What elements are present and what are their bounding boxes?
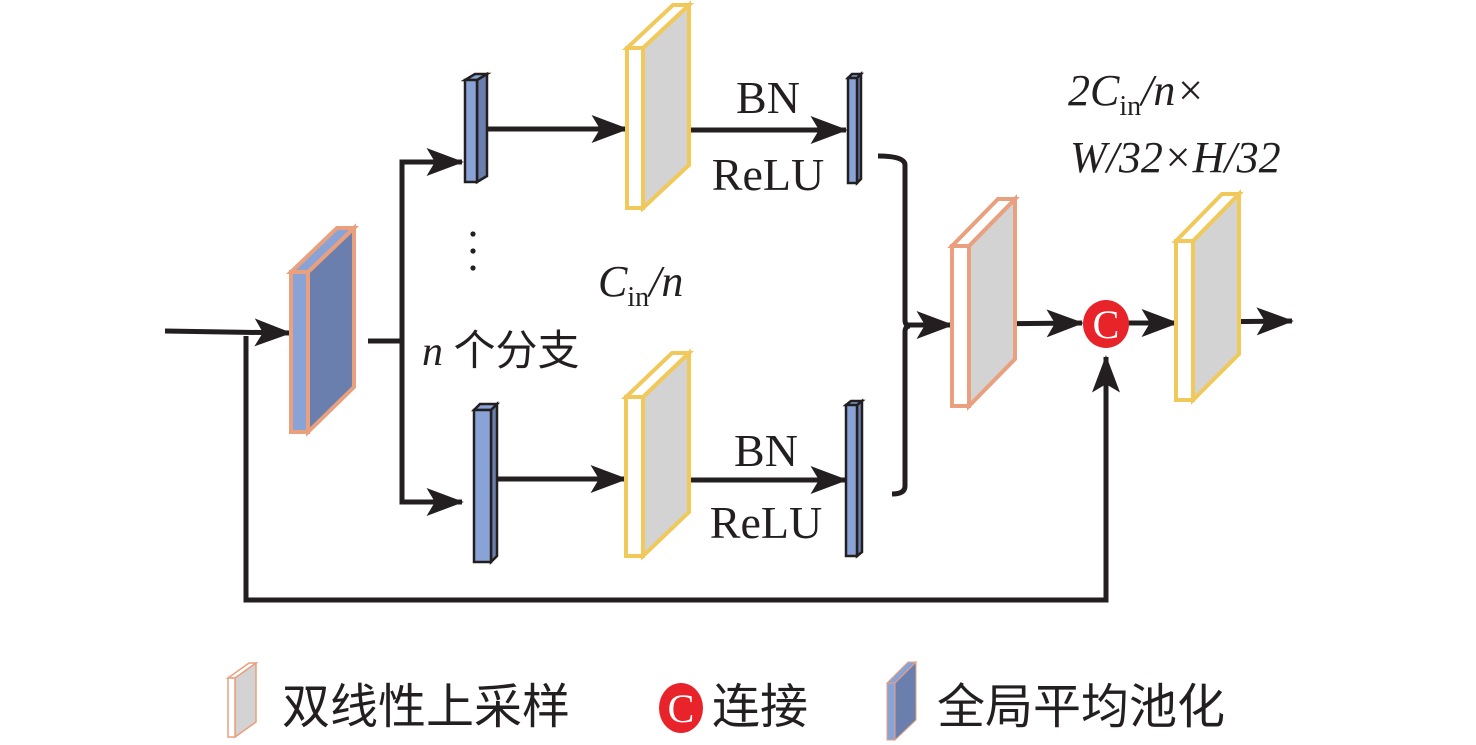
final-upsample-front: [1174, 239, 1195, 402]
merge-upsample-front: [950, 244, 971, 408]
top-branch-upsample-front: [625, 46, 645, 210]
legend-label-upsample: 双线性上采样: [282, 681, 570, 734]
output-dim-line1-b: /n×: [1138, 66, 1205, 115]
upsample-block-icon: [225, 661, 259, 739]
output-dim-line2: W/32×H/32: [1070, 133, 1281, 182]
final-upsample-block: [1171, 189, 1244, 405]
channel-label-rest: /n: [646, 257, 683, 306]
pooling-block-icon: [885, 660, 918, 742]
top-branch-op-bn: BN: [736, 72, 800, 123]
legend: 双线性上采样 C 连接 全局平均池化: [225, 660, 1225, 742]
bottom-branch-upsample-front: [624, 395, 645, 558]
bottom-branch-op-relu: ReLU: [710, 497, 822, 548]
output-dim-line1-a: 2C: [1068, 66, 1120, 115]
legend-label-pooling: 全局平均池化: [937, 681, 1225, 734]
legend-pooling-front: [886, 682, 896, 741]
top-branch-upsample: [621, 0, 695, 213]
concat-circle-icon: [1083, 300, 1129, 348]
merge-upsample-block: [947, 194, 1020, 411]
top-branch-pooling: [460, 71, 492, 185]
ellipsis-dot: [470, 248, 476, 254]
branches-var: n: [422, 329, 443, 375]
channel-label: Cin/n: [598, 257, 683, 313]
top-branch-pooling-side: [475, 71, 489, 185]
channel-label-sub: in: [627, 282, 649, 313]
legend-upsample-front: [227, 677, 236, 738]
input-pooling-front: [289, 270, 310, 434]
input-arrow: [164, 318, 292, 347]
top-branch-pooling-front: [463, 78, 479, 184]
top-branch-output: [844, 70, 865, 187]
branches-label: n 个分支: [422, 329, 580, 375]
top-branch-output-front: [846, 76, 859, 185]
legend-item-upsample: 双线性上采样: [225, 661, 570, 739]
split-top-arrow: [399, 148, 464, 341]
channel-label-base: C: [598, 257, 628, 306]
bottom-branch-output-front: [844, 403, 859, 558]
concat-node: C: [1083, 300, 1129, 348]
input-pooling-block: [286, 223, 359, 437]
split-bottom-arrow: [399, 341, 464, 516]
legend-label-concat: 连接: [712, 681, 808, 734]
bottom-branch-op-bn: BN: [734, 425, 798, 476]
top-branch-op-relu: ReLU: [712, 149, 824, 200]
output-dim-line1: 2Cin/n×: [1068, 66, 1205, 122]
merge-bracket: [877, 153, 911, 497]
skip-connection: [243, 336, 1120, 603]
concat-circle-icon: [659, 683, 703, 733]
legend-item-pooling: 全局平均池化: [885, 660, 1225, 742]
bottom-branch-upsample: [621, 348, 694, 561]
output-dim-line1-sub: in: [1119, 91, 1141, 122]
vertical-ellipsis: [470, 231, 476, 271]
branches-text: 个分支: [443, 329, 580, 375]
bottom-branch-pooling-front: [472, 408, 493, 564]
concat-symbol: C: [1093, 302, 1120, 347]
bottom-branch-output: [842, 398, 866, 559]
bottom-branch-pooling: [470, 400, 501, 566]
ellipsis-dot: [470, 265, 476, 271]
ellipsis-dot: [470, 231, 476, 237]
legend-concat-symbol: C: [668, 686, 695, 731]
legend-item-concat: C 连接: [659, 681, 808, 734]
